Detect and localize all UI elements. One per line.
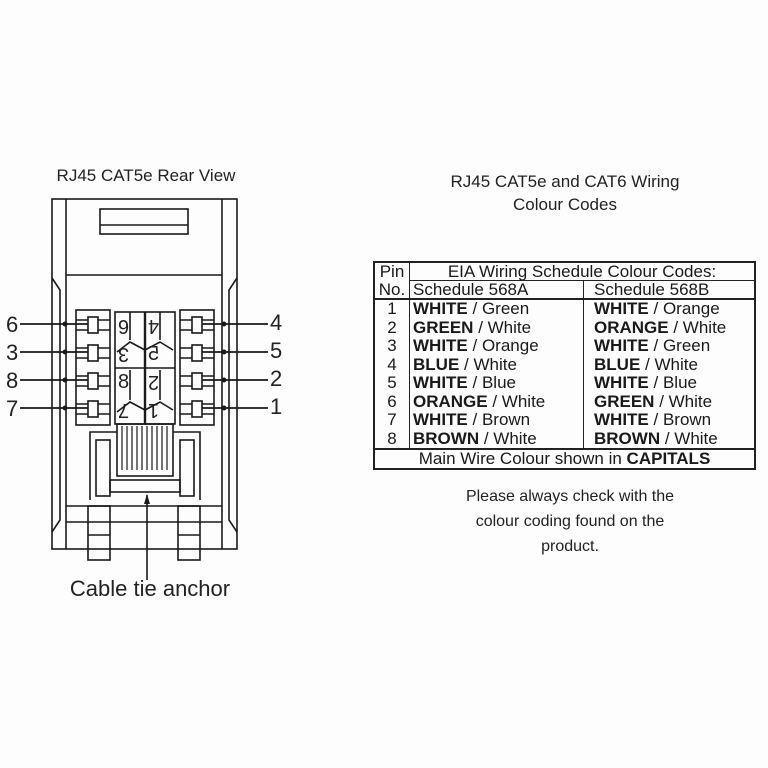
pin-number: 7 [387,410,397,429]
slot-number-3: 3 [118,343,130,365]
pin-label-7: 7 [6,396,19,421]
schedule-568a-column: WHITE / Green GREEN / White WHITE / Oran… [409,299,584,449]
wire-comb [116,423,174,477]
pin-number: 4 [387,354,397,374]
pin-number: 1 [387,299,397,318]
wire-568b-pin7: WHITE / Brown [594,410,712,429]
wire-568b-pin2: ORANGE / White [594,317,727,337]
pin-header-top: Pin [374,262,410,281]
cable-tie-anchor-label: Cable tie anchor [69,576,231,601]
wire-568a-pin2: GREEN / White [413,317,532,337]
wire-568a-pin4: BLUE / White [413,354,517,374]
pin-number: 8 [387,428,397,448]
wire-568b-pin3: WHITE / Green [594,336,711,355]
pin-label-6: 6 [6,312,19,337]
pin-number: 5 [387,373,397,392]
slot-number-1: 1 [148,399,160,421]
connector-body-outline [51,198,238,550]
pin-label-5: 5 [270,338,283,363]
eia-group-header: EIA Wiring Schedule Colour Codes: [409,262,755,281]
wire-568a-pin6: ORANGE / White [413,391,546,411]
check-product-note: Please always check with the colour codi… [465,488,675,555]
wiring-title: RJ45 CAT5e and CAT6 Wiring Colour Codes [380,170,750,216]
slot-number-6: 6 [118,315,130,337]
slot-number-5: 5 [148,343,160,365]
wiring-title-line1: RJ45 CAT5e and CAT6 Wiring [450,172,680,191]
pin-label-4: 4 [270,310,283,335]
comb-teeth [121,426,168,470]
left-contacts [76,316,110,418]
right-idc-block [179,309,215,426]
slot-number-2: 2 [148,371,160,393]
rj45-connector-diagram [20,198,268,580]
slot-number-4: 4 [148,315,160,337]
slot-number-7: 7 [118,399,130,421]
pin-header-bottom: No. [374,280,410,300]
wire-568a-pin1: WHITE / Green [413,299,530,318]
latch-slot [99,208,189,235]
wiring-title-line2: Colour Codes [513,195,617,214]
pin-number: 6 [387,391,397,411]
wire-568b-pin1: WHITE / Orange [594,299,720,318]
wiring-colour-table: Pin EIA Wiring Schedule Colour Codes: No… [373,261,756,470]
left-idc-block [75,309,111,426]
schedule-568b-column: WHITE / Orange ORANGE / White WHITE / Gr… [584,299,756,449]
table-footer: Main Wire Colour shown in CAPITALS [374,448,755,469]
pin-label-2: 2 [270,366,283,391]
right-contacts [180,316,214,418]
rear-view-title: RJ45 CAT5e Rear View [56,166,236,185]
pin-label-1: 1 [270,394,283,419]
col-568b-header: Schedule 568B [583,280,755,300]
pin-label-3: 3 [6,340,19,365]
pin-number: 3 [387,336,397,355]
wire-568a-pin8: BROWN / White [413,428,537,448]
pin-label-8: 8 [6,368,19,393]
wire-568b-pin5: WHITE / Blue [594,373,697,392]
wire-568a-pin7: WHITE / Brown [413,410,531,429]
wire-568b-pin8: BROWN / White [594,428,718,448]
pin-numbers-column: 1 2 3 4 5 6 7 8 [374,299,410,449]
wire-568b-pin4: BLUE / White [594,354,698,374]
col-568a-header: Schedule 568A [409,280,584,300]
wire-568a-pin5: WHITE / Blue [413,373,516,392]
pin-leader-lines [20,323,268,409]
pin-number: 2 [387,317,397,337]
wire-568a-pin3: WHITE / Orange [413,336,539,355]
wire-568b-pin6: GREEN / White [594,391,713,411]
anchor-arrow-head [144,494,150,504]
slot-number-8: 8 [118,371,130,393]
